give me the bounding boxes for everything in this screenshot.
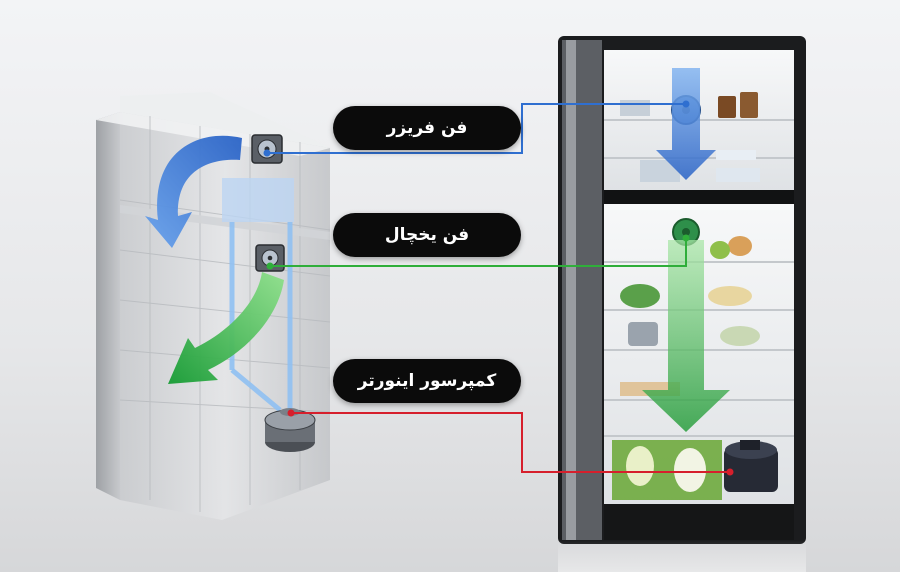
freezer-fan-label: فن فریزر — [333, 106, 521, 150]
fridge-side-panel — [96, 112, 120, 500]
arrow-down-icon — [656, 68, 716, 180]
arrow-curved-down-icon — [145, 135, 242, 248]
compressor-icon — [724, 440, 778, 492]
connector-lines — [263, 100, 734, 476]
fan-icon — [251, 134, 283, 164]
fridge-body — [120, 112, 330, 520]
cutaway-refrigerator — [96, 92, 331, 520]
fridge-fan-connector — [270, 236, 687, 267]
arrow-down-icon — [642, 240, 730, 432]
inverter-compressor-label-text: کمپرسور اینورتر — [357, 371, 497, 391]
fridge-fan-label: فن یخچال — [333, 213, 521, 257]
inverter-compressor-label: کمپرسور اینورتر — [333, 359, 521, 403]
compressor-connector — [291, 412, 730, 473]
fridge-fan-label-text: فن یخچال — [384, 225, 470, 245]
freezer-fan-connector — [267, 103, 686, 154]
freezer-fan-label-text: فن فریزر — [386, 118, 468, 138]
fan-icon — [255, 244, 285, 272]
open-refrigerator — [558, 36, 806, 572]
fan-icon — [672, 218, 700, 246]
compressor-icon — [264, 408, 316, 452]
fridge-top — [120, 92, 330, 148]
freezer-evaporator — [222, 178, 294, 222]
arrow-down-icon — [168, 272, 284, 384]
